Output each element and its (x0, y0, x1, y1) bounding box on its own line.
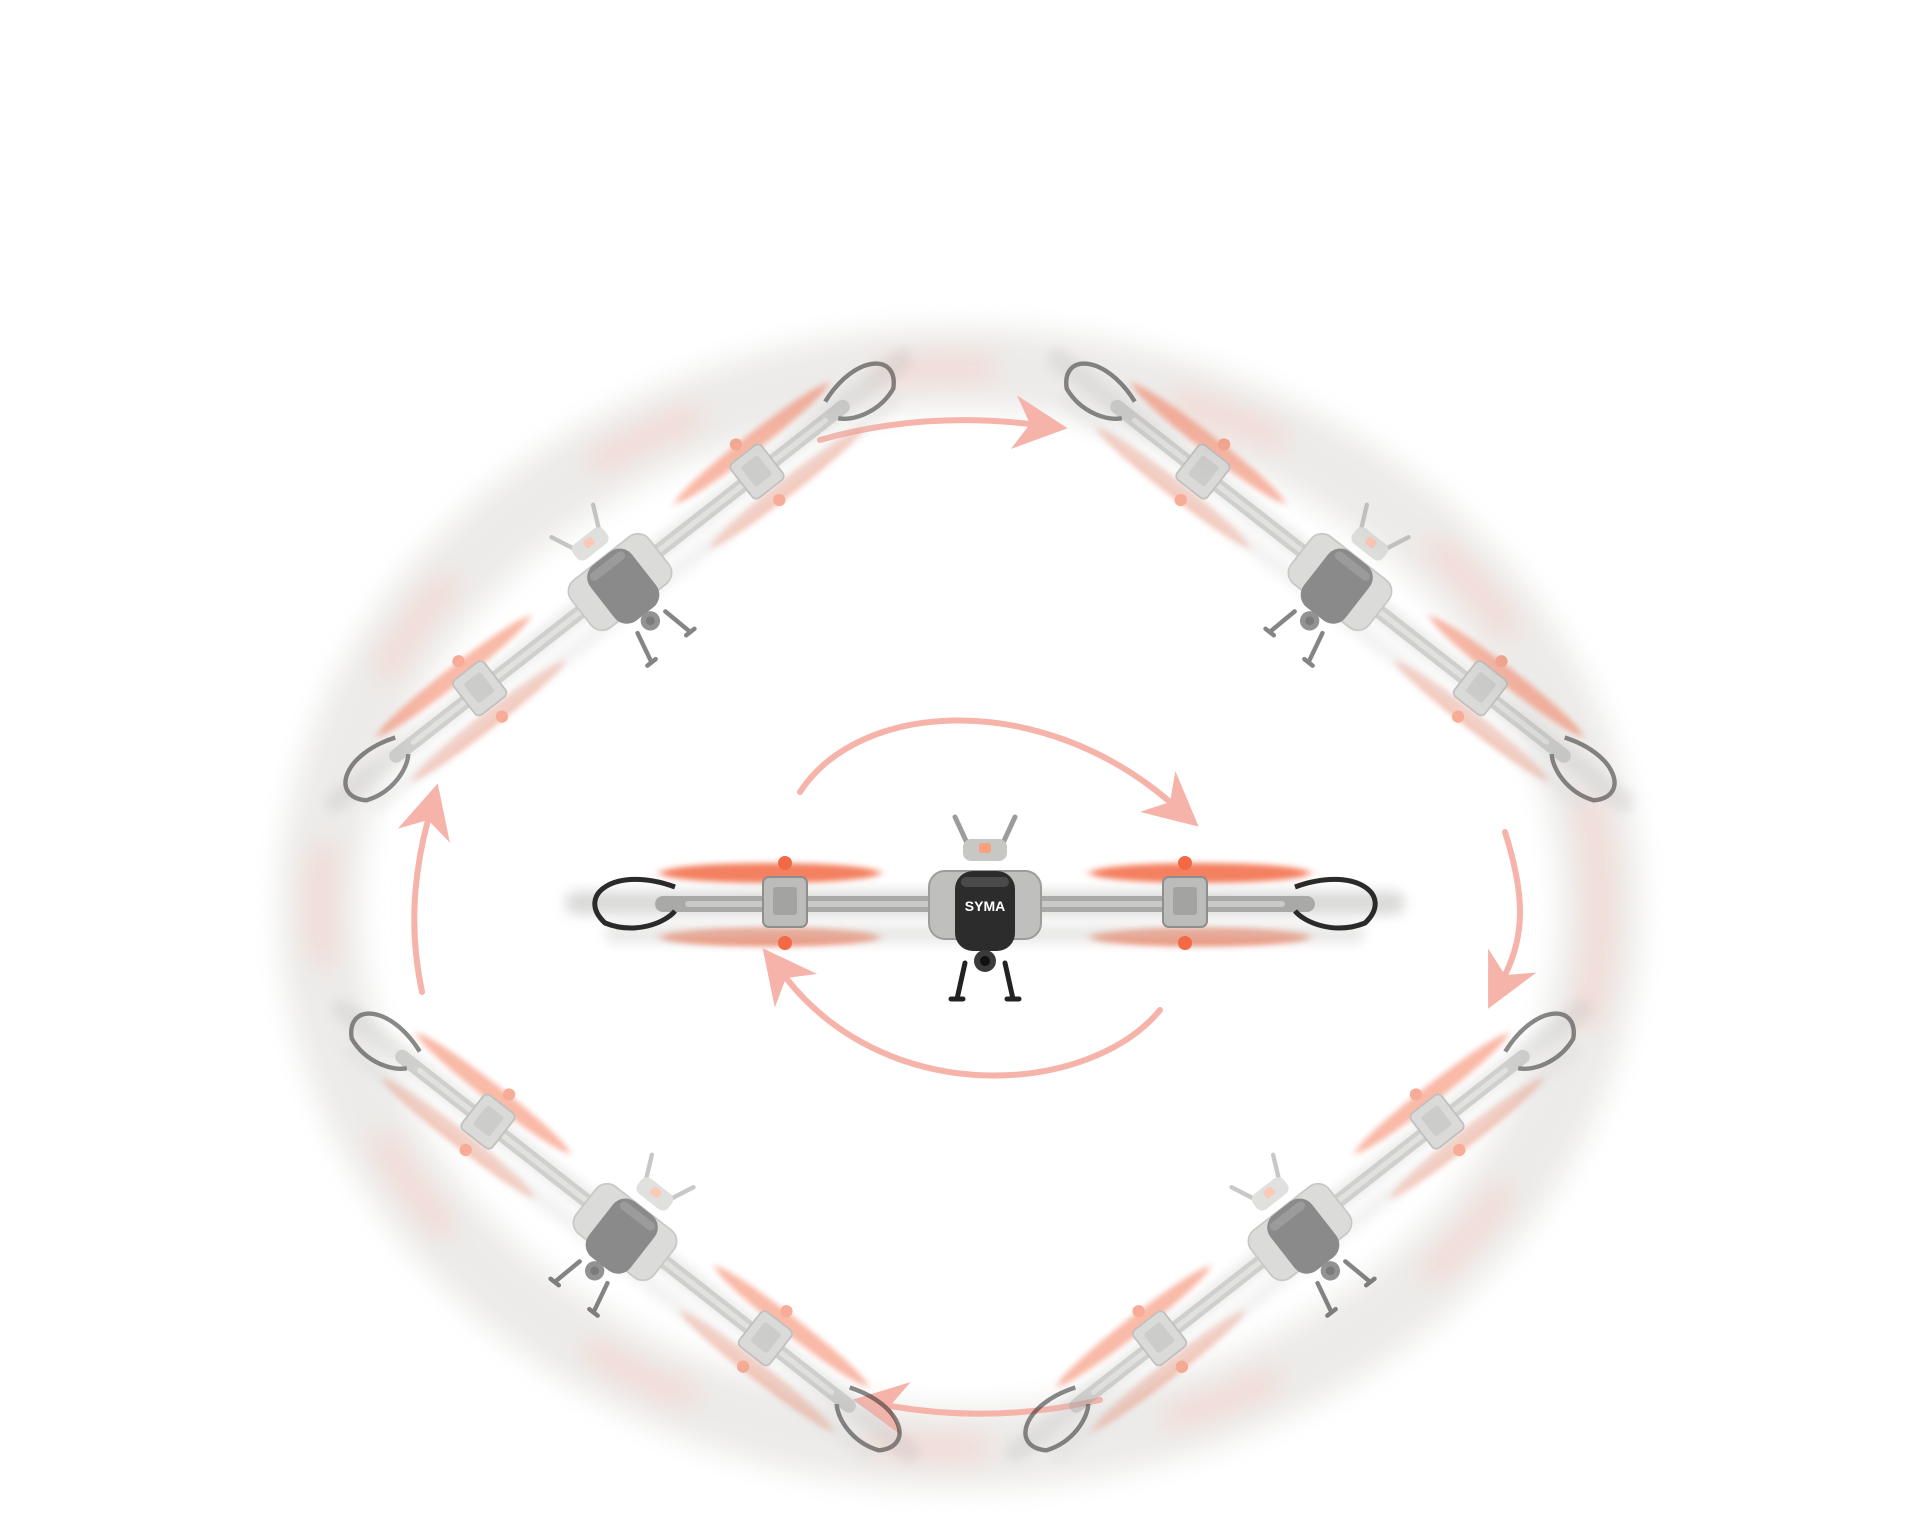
outer-rotation-arrows (397, 395, 1537, 1436)
brand-logo: SYMA (965, 898, 1005, 914)
drone-upper-left (281, 293, 962, 874)
drone-center: SYMA (565, 817, 1405, 999)
motion-blur-ring (280, 328, 1640, 1488)
inner-rotation-circle (762, 717, 1199, 1079)
